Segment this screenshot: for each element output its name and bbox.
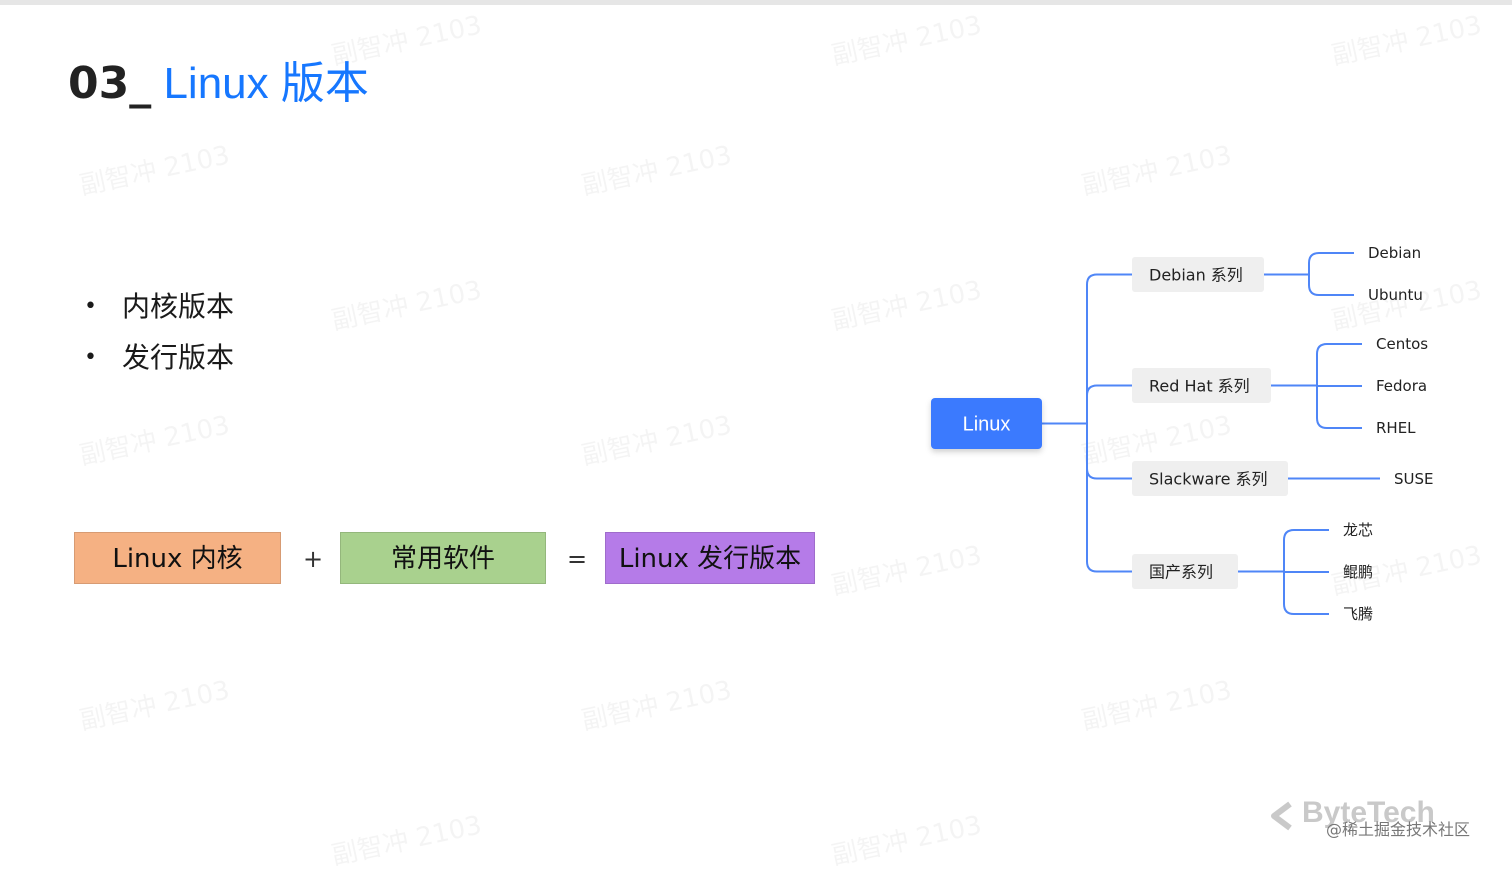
software-box: 常用软件 — [340, 532, 546, 584]
bullet-text: 发行版本 — [122, 341, 235, 374]
bullet-item: • 内核版本 — [84, 284, 234, 335]
equals-sign: = — [566, 545, 588, 573]
leaf-node-label: Debian — [1368, 244, 1421, 262]
leaf-node-label: Centos — [1376, 335, 1428, 353]
connector-line — [1086, 273, 1132, 285]
branch-node-box — [1132, 257, 1264, 292]
mindmap-branch-node: Debian 系列 — [1132, 257, 1264, 292]
leaf-node-label: RHEL — [1376, 419, 1416, 437]
top-border — [0, 0, 1512, 5]
branch-node-label: Red Hat 系列 — [1149, 377, 1250, 396]
connector-line — [1308, 252, 1354, 264]
slide-title: 03_ Linux 版本 — [68, 56, 369, 112]
branch-node-label: 国产系列 — [1149, 563, 1213, 582]
mindmap-branch-node: 国产系列 — [1132, 554, 1238, 589]
root-node-box — [931, 398, 1042, 449]
leaf-node-label: SUSE — [1394, 470, 1434, 488]
bullet-text: 内核版本 — [122, 290, 235, 323]
connector-line — [1283, 529, 1329, 541]
brand-credit: @稀土掘金技术社区 — [1326, 820, 1471, 839]
leaf-node-label: Fedora — [1376, 377, 1427, 395]
mindmap-branch-node: Red Hat 系列 — [1132, 368, 1271, 403]
bullet-list: • 内核版本 • 发行版本 — [84, 284, 234, 386]
leaf-node-label: 飞腾 — [1343, 605, 1373, 623]
bytetech-logo-icon — [1271, 801, 1292, 831]
leaf-node-label: Ubuntu — [1368, 286, 1423, 304]
connector-line — [1086, 561, 1132, 573]
title-separator: _ — [129, 58, 152, 109]
kernel-box: Linux 内核 — [74, 532, 281, 584]
branch-node-box — [1132, 554, 1238, 589]
connector-line — [1308, 284, 1354, 296]
connector-line — [1316, 417, 1362, 429]
leaf-node-label: 龙芯 — [1343, 521, 1373, 539]
distribution-box: Linux 发行版本 — [605, 532, 815, 584]
bullet-dot: • — [84, 345, 97, 370]
bullet-dot: • — [84, 294, 97, 319]
mindmap-root-node: Linux — [931, 398, 1042, 449]
branch-node-label: Slackware 系列 — [1149, 470, 1268, 489]
connector-line — [1086, 468, 1132, 480]
branch-node-box — [1132, 461, 1288, 496]
brand-name: ByteTech — [1302, 796, 1435, 829]
title-number: 03 — [68, 58, 130, 109]
connector-line — [1086, 384, 1132, 396]
mindmap-branch-node: Slackware 系列 — [1132, 461, 1288, 496]
plus-sign: + — [302, 545, 324, 573]
connector-line — [1316, 343, 1362, 355]
branch-node-label: Debian 系列 — [1149, 266, 1243, 285]
root-node-label: Linux — [963, 414, 1011, 436]
bullet-item: • 发行版本 — [84, 335, 234, 386]
leaf-node-label: 鲲鹏 — [1343, 563, 1373, 581]
branch-node-box — [1132, 368, 1271, 403]
title-text: Linux 版本 — [151, 59, 369, 108]
connector-line — [1283, 603, 1329, 615]
